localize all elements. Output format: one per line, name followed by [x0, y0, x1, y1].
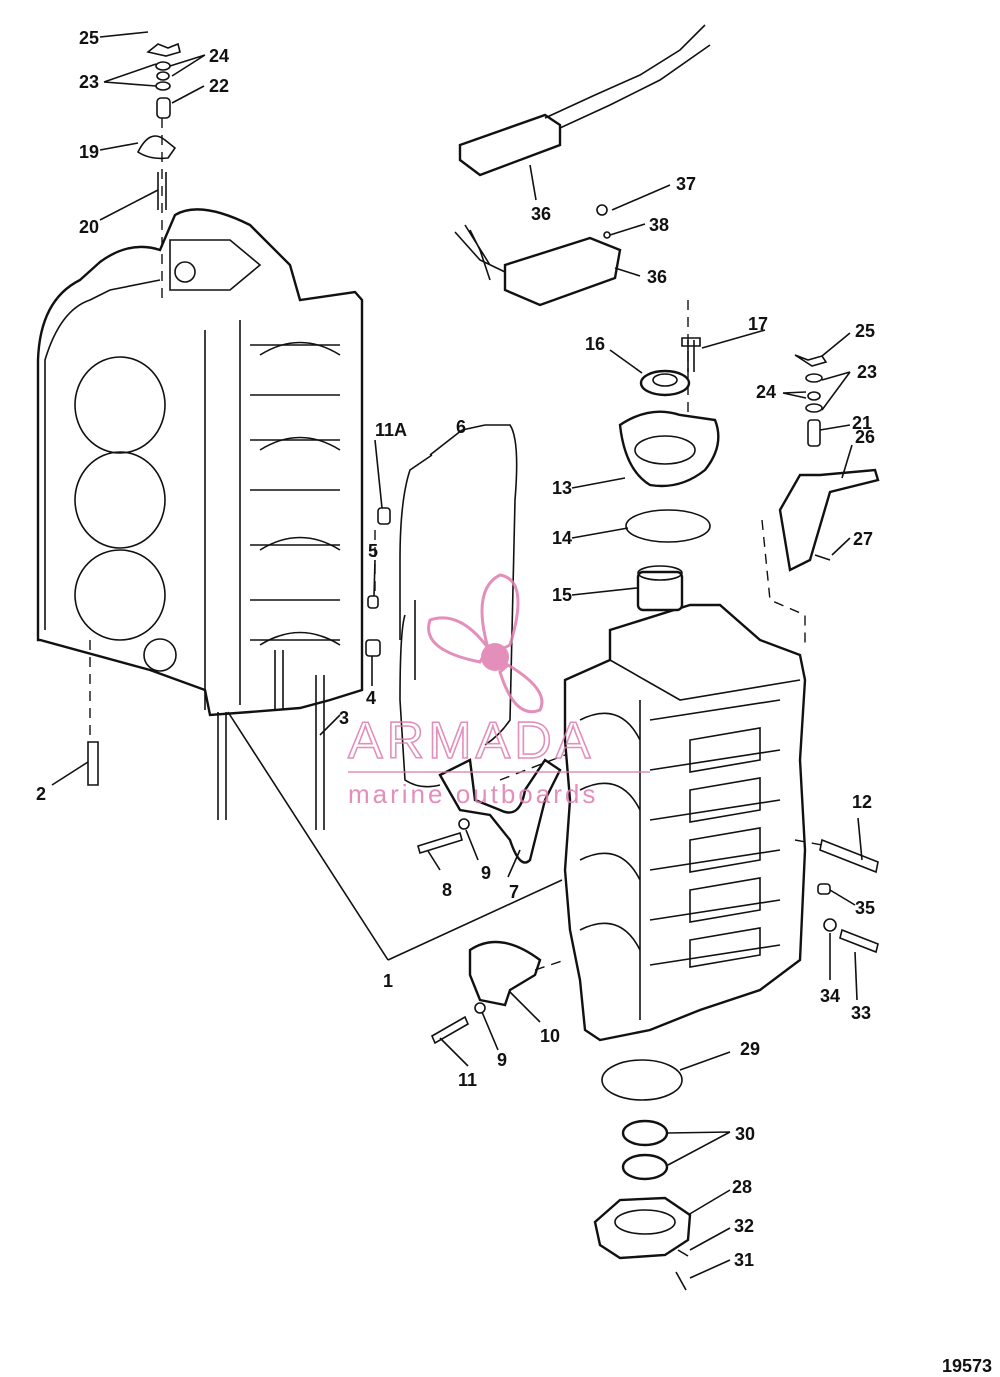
callout-label: 6 [456, 417, 466, 437]
callout-label: 15 [552, 585, 572, 605]
callout-label: 9 [497, 1050, 507, 1070]
callout-label: 32 [734, 1216, 754, 1236]
dowel-pins [365, 507, 391, 657]
callout-label: 25 [855, 321, 875, 341]
callout-label: 21 [852, 413, 872, 433]
callout-label: 23 [857, 362, 877, 382]
callout-label: 1 [383, 971, 393, 991]
callout-label: 30 [735, 1124, 755, 1144]
callout-label: 9 [481, 863, 491, 883]
callout-label: 31 [734, 1250, 754, 1270]
callout-label: 2 [36, 784, 46, 804]
upper-right-hardware [778, 354, 880, 572]
callout-label: 38 [649, 215, 669, 235]
propeller-logo-icon [427, 573, 544, 714]
callout-label: 36 [531, 204, 551, 224]
callout-label: 5 [368, 541, 378, 561]
callout-label: 12 [852, 792, 872, 812]
callout-label: 25 [79, 28, 99, 48]
callout-label: 16 [585, 334, 605, 354]
callout-label: 11A [375, 420, 407, 440]
callout-label: 37 [676, 174, 696, 194]
upper-bearing-stack [618, 337, 720, 612]
callout-label: 14 [552, 528, 572, 548]
callout-label: 33 [851, 1003, 871, 1023]
watermark-brand: ARMADA [348, 712, 594, 770]
callout-label: 11 [458, 1070, 477, 1090]
callout-label: 4 [366, 688, 376, 708]
cylinder-block-left [36, 208, 364, 830]
lower-hardware [87, 424, 879, 1291]
callout-label: 28 [732, 1177, 752, 1197]
callout-label: 22 [209, 76, 229, 96]
watermark-tagline: marine outboards [348, 779, 598, 809]
callout-label: 27 [853, 529, 873, 549]
callout-labels: 25 24 23 22 19 20 11A 6 5 4 3 2 1 8 9 7 … [36, 28, 877, 1270]
figure-number: 19573 [942, 1356, 992, 1376]
callout-label: 8 [442, 880, 452, 900]
callout-label: 17 [748, 314, 768, 334]
leader-lines [51, 31, 863, 1279]
callout-label: 36 [647, 267, 667, 287]
crankcase-cover-right [563, 603, 807, 1042]
armada-watermark: ARMADA marine outboards [347, 573, 650, 809]
callout-label: 24 [756, 382, 776, 402]
callout-label: 13 [552, 478, 572, 498]
callout-label: 19 [79, 142, 99, 162]
callout-label: 34 [820, 986, 840, 1006]
callout-label: 20 [79, 217, 99, 237]
upper-left-hardware [136, 42, 181, 210]
callout-label: 3 [339, 708, 349, 728]
callout-label: 23 [79, 72, 99, 92]
callout-label: 10 [540, 1026, 560, 1046]
callout-label: 29 [740, 1039, 760, 1059]
callout-label: 24 [209, 46, 229, 66]
switch-boxes [454, 24, 711, 307]
callout-label: 7 [509, 882, 519, 902]
callout-label: 26 [855, 427, 875, 447]
callout-label: 35 [855, 898, 875, 918]
